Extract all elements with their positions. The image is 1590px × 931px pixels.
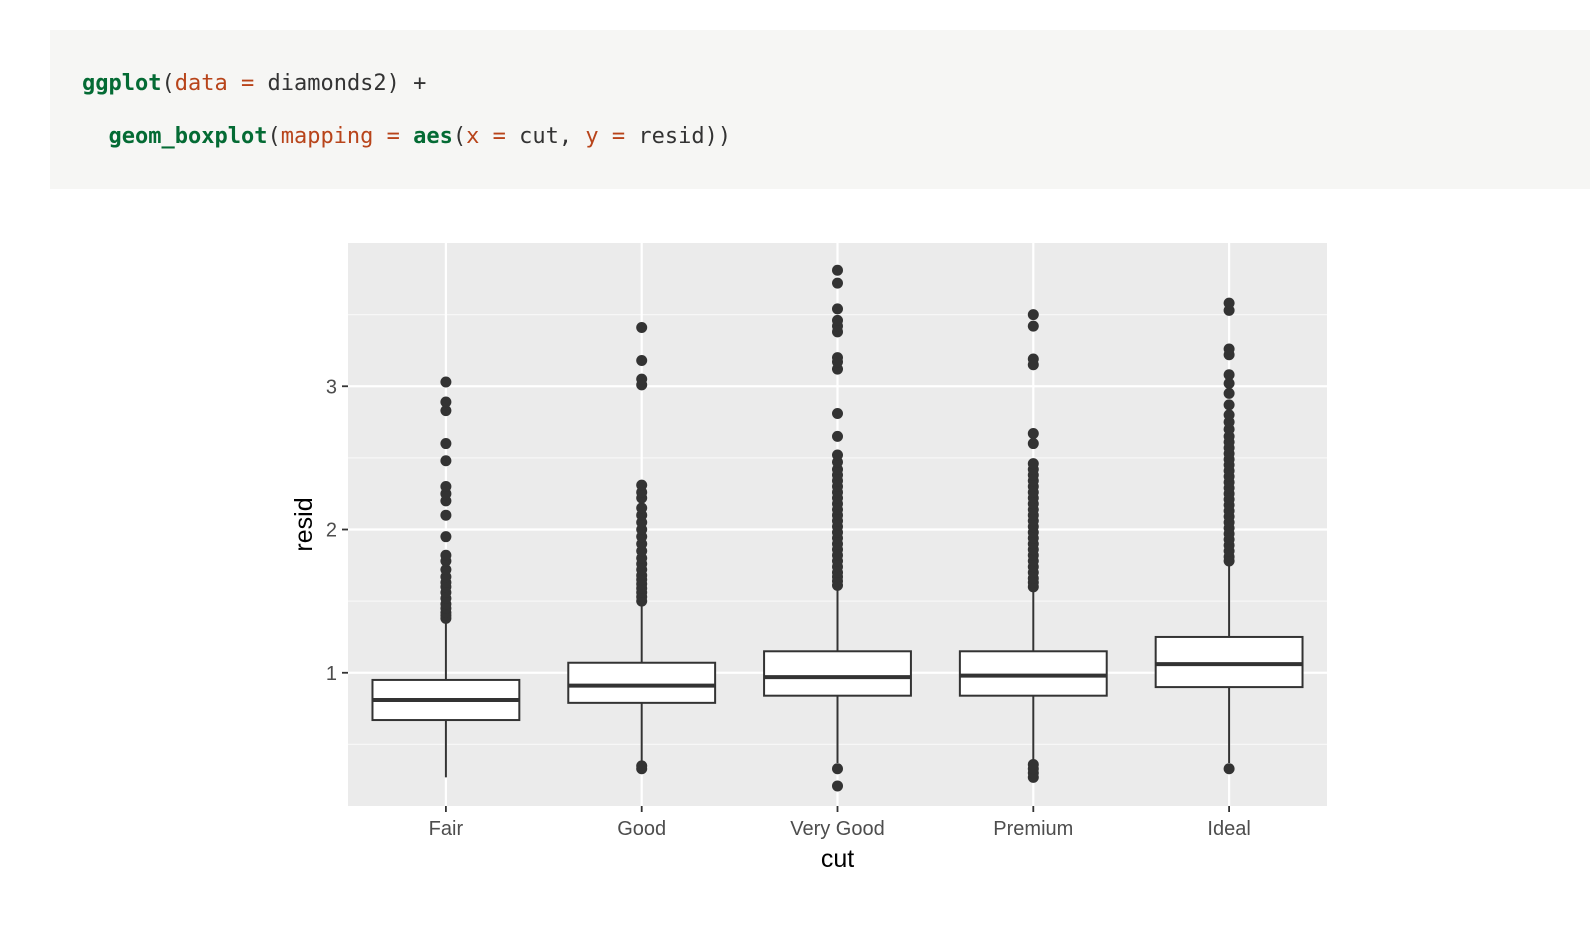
code-token: x (466, 124, 480, 149)
outlier-point (1027, 320, 1039, 332)
y-tick-label: 2 (326, 520, 337, 542)
boxplot-series (371, 264, 1304, 792)
outlier-point (636, 479, 648, 491)
y-axis-title: resid (290, 497, 318, 551)
code-token: ( (452, 124, 467, 149)
outlier-point (636, 354, 648, 366)
outlier-point (636, 322, 648, 334)
outlier-point (832, 303, 843, 315)
outlier-point (1223, 763, 1235, 775)
outlier-point (1027, 428, 1039, 440)
code-token: mapping (280, 124, 374, 149)
outlier-point (1223, 377, 1235, 389)
outlier-point (1027, 353, 1039, 365)
x-tick-label: Ideal (1207, 818, 1250, 840)
outlier-point (1223, 399, 1235, 411)
x-tick-label: Very Good (790, 818, 885, 840)
code-token: = (373, 124, 414, 149)
outlier-point (832, 352, 843, 364)
outlier-point (440, 564, 452, 576)
outlier-point (440, 405, 452, 417)
outlier-point (440, 376, 452, 388)
code-token: ggplot (82, 71, 162, 96)
outlier-point (440, 509, 452, 521)
outlier-point (440, 438, 452, 450)
iqr-box (1154, 635, 1304, 689)
iqr-box (958, 650, 1108, 697)
code-token: data (174, 71, 228, 96)
outlier-point (636, 502, 648, 514)
outlier-point (832, 264, 843, 276)
iqr-box (567, 661, 717, 704)
box-good (567, 322, 717, 775)
code-token: = (227, 71, 268, 96)
outlier-point (832, 407, 843, 419)
outlier-point (440, 549, 452, 561)
y-tick-label: 1 (326, 663, 337, 685)
x-axis-title: cut (821, 845, 854, 873)
box-fair (371, 376, 521, 778)
box-ideal (1154, 297, 1304, 775)
x-axis: Fair Good Very Good Premium Ideal (429, 806, 1251, 840)
code-token: diamonds2) + (267, 71, 427, 96)
x-tick-label: Good (617, 818, 666, 840)
code-token: = (598, 124, 639, 149)
outlier-point (1027, 309, 1039, 321)
outlier-point (1223, 369, 1235, 381)
outlier-point (440, 531, 452, 543)
code-token: resid)) (638, 124, 732, 149)
outlier-point (440, 396, 452, 408)
box-very-good (763, 264, 912, 792)
code-token: aes (413, 124, 453, 149)
y-axis: 1 2 3 (326, 376, 348, 685)
outlier-point (440, 481, 452, 493)
outlier-point (1027, 758, 1039, 770)
outlier-point (1223, 297, 1235, 309)
code-token: cut, (519, 124, 586, 149)
code-token: ( (267, 124, 281, 149)
outlier-point (832, 763, 843, 775)
iqr-box (763, 650, 912, 697)
outlier-point (832, 277, 843, 289)
x-tick-label: Fair (429, 818, 464, 840)
code-token: = (479, 124, 520, 149)
outlier-point (636, 760, 648, 772)
outlier-point (440, 455, 452, 467)
outlier-point (1223, 343, 1235, 355)
box-premium (958, 309, 1108, 783)
outlier-point (832, 430, 843, 442)
code-token: ( (161, 71, 175, 96)
outlier-point (832, 780, 843, 792)
outlier-point (1027, 438, 1039, 450)
y-tick-label: 3 (326, 376, 337, 398)
outlier-point (636, 373, 648, 385)
code-line-1: ggplot(data = diamonds2) + (82, 69, 426, 99)
code-block: ggplot(data = diamonds2) + geom_boxplot(… (50, 30, 1590, 189)
code-token: geom_boxplot (108, 124, 268, 149)
code-line-2: geom_boxplot(mapping = aes(x = cut, y = … (82, 122, 732, 152)
outlier-point (1223, 409, 1235, 421)
outlier-point (832, 449, 843, 461)
outlier-point (1223, 387, 1235, 399)
x-tick-label: Premium (993, 818, 1073, 840)
code-token: y (585, 124, 599, 149)
outlier-point (832, 314, 843, 326)
outlier-point (1027, 458, 1039, 470)
